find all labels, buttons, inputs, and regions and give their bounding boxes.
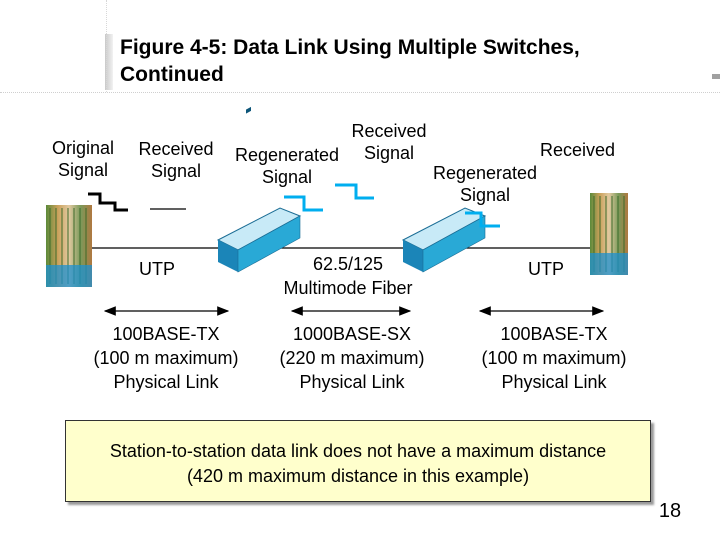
received-signal-label-2: Received Signal — [351, 121, 427, 163]
original-signal-waveform — [88, 192, 128, 212]
link-2-type: Physical Link — [299, 372, 405, 392]
link-3-standard: 100BASE-TX — [500, 324, 608, 344]
link-1-limit: (100 m maximum) — [93, 348, 239, 368]
regenerated-signal-label-1: Regenerated Signal — [234, 145, 340, 187]
distance-note-line-1: Station-to-station data link does not ha… — [109, 441, 607, 461]
link-2-limit: (220 m maximum) — [279, 348, 425, 368]
received-label-3: Received — [540, 140, 616, 160]
page-number: 18 — [658, 500, 682, 522]
regenerated-signal-waveform-1 — [284, 195, 323, 212]
link-1-type: Physical Link — [113, 372, 219, 392]
utp-left-label: UTP — [139, 259, 175, 279]
distance-note-box: Station-to-station data link does not ha… — [65, 420, 651, 502]
regenerated-signal-waveform-2 — [465, 211, 500, 228]
distance-note-line-2: (420 m maximum distance in this example) — [186, 466, 530, 486]
title-divider — [0, 92, 720, 94]
fiber-label: 62.5/125 Multimode Fiber — [283, 254, 413, 298]
slide-mark — [712, 74, 720, 79]
link-1-caption: 100BASE-TX (100 m maximum) Physical Link — [80, 322, 252, 394]
link-1-standard: 100BASE-TX — [112, 324, 220, 344]
link-3-type: Physical Link — [501, 372, 607, 392]
host-right-icon — [590, 193, 628, 275]
slide-title: Figure 4-5: Data Link Using Multiple Swi… — [120, 36, 580, 86]
link-3-caption: 100BASE-TX (100 m maximum) Physical Link — [468, 322, 640, 394]
received-signal-label-1: Received Signal — [138, 139, 214, 181]
regenerated-signal-label-2: Regenerated Signal — [432, 163, 538, 205]
link-2-standard: 1000BASE-SX — [292, 324, 412, 344]
margin-guide — [106, 0, 108, 92]
switch-2-icon — [401, 207, 487, 273]
title-accent-bar — [105, 34, 113, 90]
link-2-caption: 1000BASE-SX (220 m maximum) Physical Lin… — [266, 322, 438, 394]
received-signal-waveform-2 — [335, 183, 374, 200]
original-signal-label: Original Signal — [51, 138, 115, 180]
switch-1-icon — [216, 106, 302, 273]
host-left-icon — [46, 205, 92, 287]
utp-right-label: UTP — [528, 259, 564, 279]
link-3-limit: (100 m maximum) — [481, 348, 627, 368]
